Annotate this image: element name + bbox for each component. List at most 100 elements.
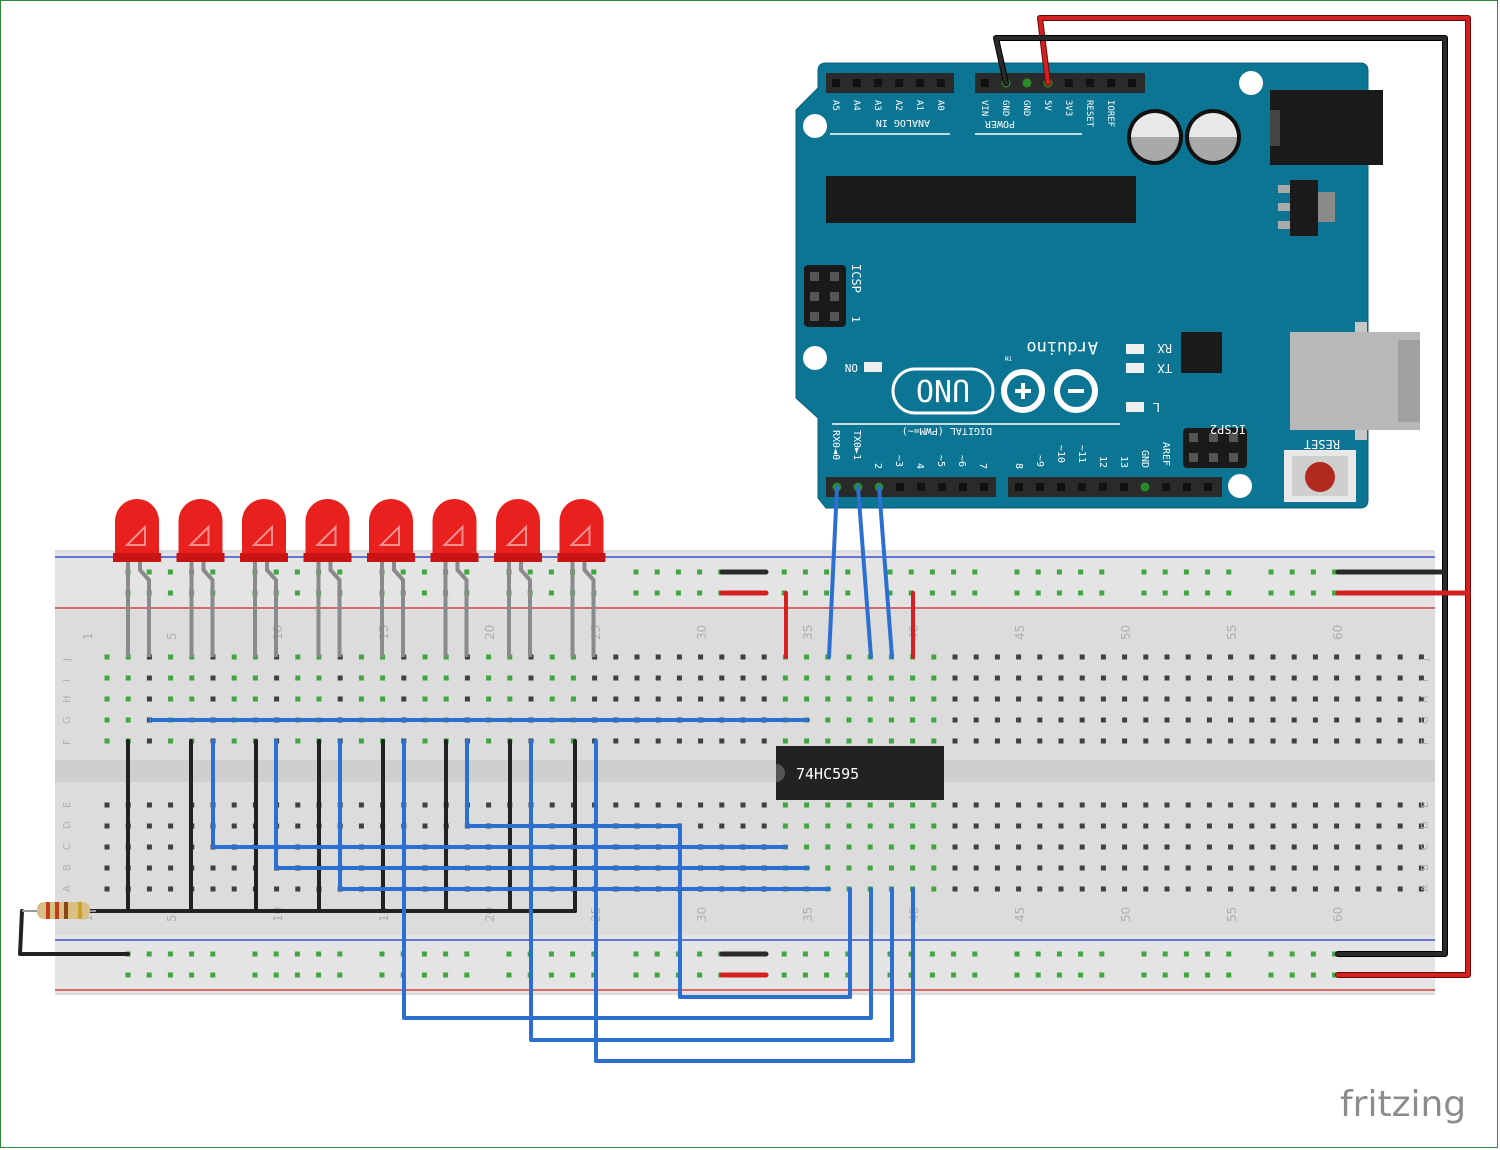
- rail-hole: [316, 951, 322, 957]
- rail-hole: [697, 590, 703, 596]
- breadboard-hole: [973, 717, 979, 723]
- breadboard-hole: [1143, 802, 1149, 808]
- breadboard-bottom-rail: [55, 935, 1435, 993]
- breadboard-hole: [1058, 738, 1064, 744]
- breadboard-hole: [846, 844, 852, 850]
- rail-hole: [972, 569, 978, 575]
- rail-hole: [1035, 569, 1041, 575]
- breadboard-hole: [231, 886, 237, 892]
- breadboard-hole: [1016, 675, 1022, 681]
- pin-label: A5: [830, 100, 840, 111]
- pin-label: A0: [935, 100, 945, 111]
- breadboard-hole: [846, 738, 852, 744]
- breadboard-hole: [168, 654, 174, 660]
- led: [113, 499, 161, 657]
- breadboard-hole: [210, 865, 216, 871]
- regulator-leg: [1278, 221, 1290, 229]
- breadboard-hole: [1058, 886, 1064, 892]
- breadboard-hole: [888, 696, 894, 702]
- breadboard-hole: [1418, 738, 1424, 744]
- header-pin: [1099, 483, 1107, 491]
- tx-label: TX: [1157, 361, 1172, 375]
- rail-hole: [1014, 972, 1020, 978]
- ic-body: [776, 746, 944, 800]
- rail-hole: [1310, 951, 1316, 957]
- breadboard-hole: [316, 675, 322, 681]
- rail-hole: [379, 951, 385, 957]
- col-num: 30: [695, 907, 709, 922]
- breadboard-hole: [1206, 738, 1212, 744]
- capacitor: [1185, 109, 1241, 165]
- breadboard-hole: [401, 675, 407, 681]
- rail-hole: [1310, 590, 1316, 596]
- rail-hole: [1332, 569, 1338, 575]
- rail-hole: [972, 951, 978, 957]
- breadboard-hole: [952, 696, 958, 702]
- breadboard-hole: [1016, 823, 1022, 829]
- capacitor: [1127, 109, 1183, 165]
- breadboard-hole: [676, 675, 682, 681]
- led-highlight: [124, 524, 146, 546]
- rail-hole: [379, 972, 385, 978]
- breadboard-hole: [1185, 738, 1191, 744]
- breadboard-hole: [1397, 802, 1403, 808]
- breadboard-hole: [931, 675, 937, 681]
- breadboard-hole: [295, 886, 301, 892]
- breadboard-hole: [1185, 865, 1191, 871]
- breadboard-hole: [1016, 886, 1022, 892]
- rail-hole: [1205, 590, 1211, 596]
- breadboard-hole: [146, 802, 152, 808]
- rail-hole: [591, 951, 597, 957]
- breadboard-hole: [1164, 738, 1170, 744]
- breadboard-hole: [1228, 802, 1234, 808]
- rail-hole: [633, 590, 639, 596]
- rail-hole: [570, 972, 576, 978]
- breadboard-hole: [910, 802, 916, 808]
- breadboard-hole: [952, 675, 958, 681]
- breadboard-hole: [422, 738, 428, 744]
- breadboard-hole: [1312, 717, 1318, 723]
- breadboard-hole: [676, 696, 682, 702]
- breadboard-hole: [698, 696, 704, 702]
- breadboard-hole: [1334, 717, 1340, 723]
- breadboard-hole: [952, 844, 958, 850]
- rail-hole: [464, 972, 470, 978]
- header-pin: [1183, 483, 1191, 491]
- arduino-infinity-logo: [1001, 369, 1098, 413]
- row-letter: C: [62, 843, 73, 850]
- header-pin: [1036, 483, 1044, 491]
- breadboard-hole: [295, 675, 301, 681]
- on-label: ON: [845, 361, 858, 374]
- breadboard-hole: [1312, 675, 1318, 681]
- rail-hole: [273, 951, 279, 957]
- breadboard-hole: [1418, 886, 1424, 892]
- blue-wire-clock: [877, 485, 894, 659]
- row-letter: J: [62, 658, 73, 662]
- breadboard-hole: [1270, 717, 1276, 723]
- rail-hole: [506, 972, 512, 978]
- breadboard-hole: [1418, 654, 1424, 660]
- breadboard-hole: [274, 886, 280, 892]
- breadboard-hole: [168, 696, 174, 702]
- row-letter: J: [1420, 658, 1431, 662]
- rail-hole: [1226, 972, 1232, 978]
- breadboard-hole: [634, 738, 640, 744]
- row-letter: E: [62, 802, 73, 808]
- breadboard-hole: [210, 675, 216, 681]
- rail-hole: [591, 569, 597, 575]
- breadboard-hole: [613, 675, 619, 681]
- breadboard-hole: [698, 738, 704, 744]
- rail-hole: [1205, 972, 1211, 978]
- breadboard-hole: [1079, 696, 1085, 702]
- breadboard-hole: [231, 654, 237, 660]
- rail-hole: [781, 972, 787, 978]
- breadboard-hole: [210, 696, 216, 702]
- mounting-hole: [803, 114, 827, 138]
- breadboard-hole: [1143, 823, 1149, 829]
- arduino-uno-board: A5 A4 A3 A2 A1 A0 ANALOG IN VIN GND GND …: [795, 62, 1420, 509]
- digital-header-low: [826, 477, 996, 497]
- breadboard-hole: [931, 717, 937, 723]
- breadboard-hole: [146, 823, 152, 829]
- breadboard-hole: [1334, 738, 1340, 744]
